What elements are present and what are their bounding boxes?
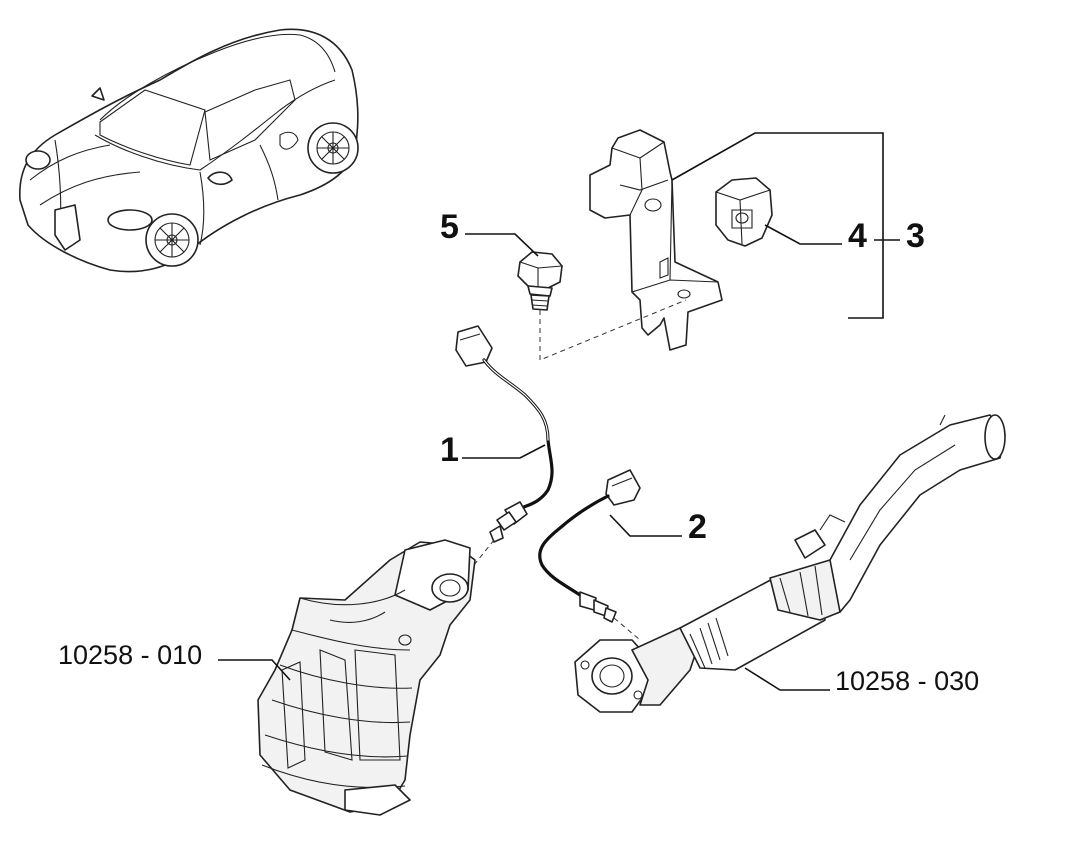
reference-10258-010: 10258 - 010 (58, 640, 202, 670)
lambda-sensor-icon (455, 325, 554, 543)
reference-10258-030: 10258 - 030 (835, 666, 979, 696)
callout-1: 1 (440, 431, 459, 469)
callout-5: 5 (440, 208, 459, 246)
exhaust-pipe-icon (574, 414, 1006, 713)
car-thumbnail-icon (19, 28, 359, 273)
lambda-sensor-icon (538, 469, 641, 623)
callout-4: 4 (848, 217, 867, 255)
callout-2: 2 (688, 508, 707, 546)
callout-3: 3 (906, 217, 925, 255)
catalytic-converter-icon (257, 539, 476, 816)
leader-lines (218, 132, 900, 691)
bracket-icon (589, 129, 723, 351)
bolt-icon (517, 251, 563, 311)
clip-icon (715, 177, 773, 247)
